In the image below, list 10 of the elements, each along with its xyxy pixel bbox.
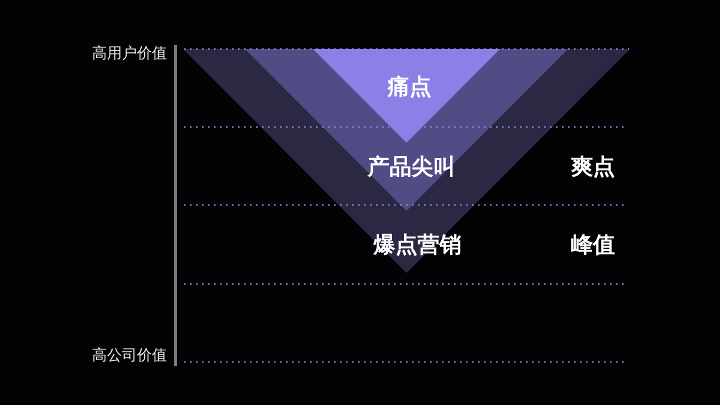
inverted-triangle-layer [244, 49, 568, 211]
row-label: 爽点 [571, 154, 615, 182]
inverted-triangle-layer [183, 49, 630, 273]
row-label: 峰值 [571, 232, 615, 260]
layer-label: 爆点营销 [374, 232, 462, 260]
axis-label: 高公司价值 [92, 346, 167, 364]
layer-label: 痛点 [387, 74, 432, 102]
axis-label: 高用户价值 [92, 44, 167, 62]
inverted-triangle-layer [312, 49, 500, 143]
layer-label: 产品尖叫 [367, 154, 456, 182]
